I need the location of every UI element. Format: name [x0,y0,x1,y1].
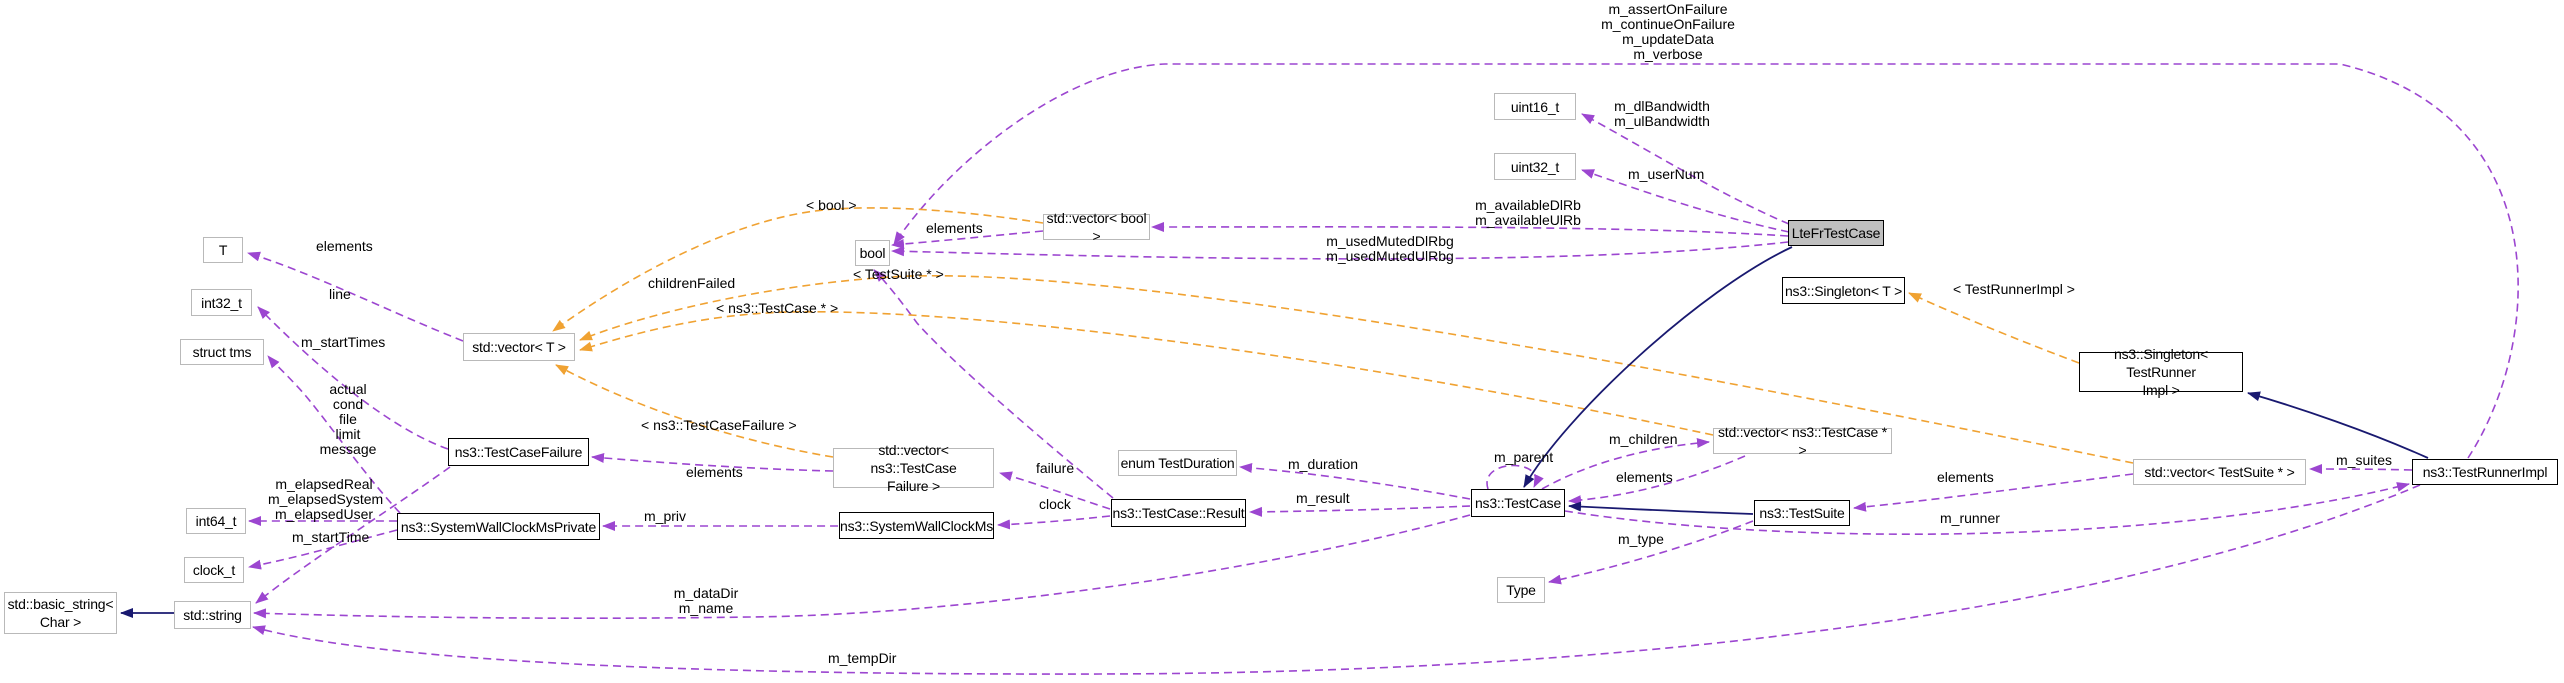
edge-m-tempdir [252,484,2421,675]
edge-m-dlbandwidth [1581,113,1790,225]
node-vector-testsuite-ptr: std::vector< TestSuite * > [2133,459,2306,485]
edge-label-m-suites: m_suites [2336,452,2393,468]
node-int32-t: int32_t [191,289,252,316]
edge-failure-strings [255,466,451,604]
node-vector-testcase-ptr: std::vector< ns3::TestCase * > [1713,424,1892,458]
edge-m-runner [1564,482,2410,535]
edge-m-starttimes [267,355,401,514]
edge-label-childrenfailed: childrenFailed [648,275,736,291]
edge-label-m-starttimes: m_startTimes [301,334,386,350]
edge-label-m-priv: m_priv [644,508,687,524]
edge-failure [999,471,1111,510]
edge-inherit-ltefrtestcase-testcase [1523,246,1793,488]
edge-label-template-testsuiteptr: < TestSuite * > [853,266,944,282]
node-testcasefailure[interactable]: ns3::TestCaseFailure [448,438,589,466]
edge-label-m-dlbandwidth: m_dlBandwidth m_ulBandwidth [1614,98,1710,129]
edge-label-m-usernum: m_userNum [1628,166,1705,182]
edge-label-m-type: m_type [1618,531,1664,547]
node-singleton-testrunnerimpl[interactable]: ns3::Singleton< TestRunner Impl > [2079,346,2243,398]
edge-line [257,306,449,450]
edge-m-parent-selfloop [1486,464,1544,490]
node-ltefrtestcase: LteFrTestCase [1788,220,1884,246]
edge-m-availabledlrb [1151,221,1789,237]
edge-m-children [1541,438,1710,490]
edge-template-testsuiteptr [579,274,2134,464]
edge-m-result [1249,505,1471,517]
edge-m-type [1548,520,1754,585]
edge-label-m-runner: m_runner [1940,510,2000,526]
edge-vectort-elements [247,251,464,342]
edge-label-clock: clock [1039,496,1071,512]
edge-clock [997,515,1111,530]
edge-label-vectortestcase-elements: elements [1616,469,1673,485]
node-testrunnerimpl[interactable]: ns3::TestRunnerImpl [2412,459,2558,485]
node-basic-string: std::basic_string< Char > [4,592,117,634]
edge-label-line: line [329,286,351,302]
node-vector-bool: std::vector< bool > [1043,210,1150,244]
edge-inherit-testsuite-testcase [1568,501,1754,515]
edge-label-m-elapsed: m_elapsedReal m_elapsedSystem m_elapsedU… [268,476,384,522]
edge-vectorbool-elements [891,230,1044,249]
edge-vectortestsuite-elements [1853,473,2134,512]
node-testcase-result[interactable]: ns3::TestCase::Result [1111,499,1246,527]
edge-vectortestcase-elements [1568,455,1746,506]
edge-template-bool [552,207,1044,332]
node-clock-t: clock_t [184,557,244,583]
node-vector-testcasefailure: std::vector< ns3::TestCase Failure > [833,442,994,494]
edge-label-m-usedmuteddlrbg: m_usedMutedDlRbg m_usedMutedUlRbg [1326,233,1454,264]
edge-label-m-children: m_children [1609,431,1678,447]
node-vector-t: std::vector< T > [463,333,575,361]
node-type: Type [1497,577,1545,603]
node-std-string: std::string [174,601,251,629]
edge-label-vectortcf-elements: elements [686,464,743,480]
edge-m-suites [2309,464,2413,475]
edge-label-failure: failure [1036,460,1075,476]
edge-label-template-testcaseptr: < ns3::TestCase * > [716,300,839,316]
node-systemwallclockmsprivate[interactable]: ns3::SystemWallClockMsPrivate [397,513,600,540]
node-systemwallclockms[interactable]: ns3::SystemWallClockMs [839,512,994,539]
edge-label-template-testrunnerimpl: < TestRunnerImpl > [1953,281,2075,297]
edge-label-m-availabledlrb: m_availableDlRb m_availableUlRb [1475,197,1581,228]
edge-m-usedmuteddlrbg [891,241,1789,260]
edge-template-testcaseptr [579,310,1714,436]
edge-label-template-testcasefailure: < ns3::TestCaseFailure > [641,417,797,433]
edge-template-testcasefailure [555,364,834,458]
edge-template-testrunnerimpl [1908,292,2080,364]
node-bool: bool [855,240,890,266]
edge-label-m-tempdir: m_tempDir [828,650,897,666]
edge-label-runner-bools: m_assertOnFailure m_continueOnFailure m_… [1601,1,1735,62]
node-uint16-t: uint16_t [1494,93,1576,120]
edge-label-template-bool: < bool > [806,197,857,213]
edge-m-usernum [1581,169,1790,233]
edge-m-duration [1239,462,1471,500]
edge-label-vectort-elements: elements [316,238,373,254]
edge-label-vectortestsuite-elements: elements [1937,469,1994,485]
node-enum-testduration: enum TestDuration [1118,450,1237,476]
edge-label-m-datadir-m-name: m_dataDir m_name [673,585,739,616]
node-int64-t: int64_t [186,508,246,534]
node-singleton-t[interactable]: ns3::Singleton< T > [1782,277,1905,304]
edge-label-m-duration: m_duration [1288,456,1359,472]
edge-label-m-parent: m_parent [1494,449,1554,465]
edge-m-starttime [248,529,398,570]
node-struct-tms: struct tms [180,339,264,365]
node-uint32-t: uint32_t [1494,153,1576,180]
edge-label-vectorbool-elements: elements [926,220,983,236]
edge-childrenfailed [873,269,1114,499]
node-t: T [203,237,243,263]
edge-inherit-testrunnerimpl-singleton [2247,391,2429,459]
node-testcase[interactable]: ns3::TestCase [1471,489,1565,517]
edge-label-failure-strings: actual cond file limit message [319,381,377,457]
edge-vectortcf-elements [591,452,834,472]
node-testsuite[interactable]: ns3::TestSuite [1754,500,1850,526]
edge-label-m-result: m_result [1296,490,1350,506]
edge-label-m-starttime: m_startTime [292,529,370,545]
edge-testrunnerimpl-bools [893,63,2519,459]
edge-m-datadir-m-name [253,514,1471,620]
